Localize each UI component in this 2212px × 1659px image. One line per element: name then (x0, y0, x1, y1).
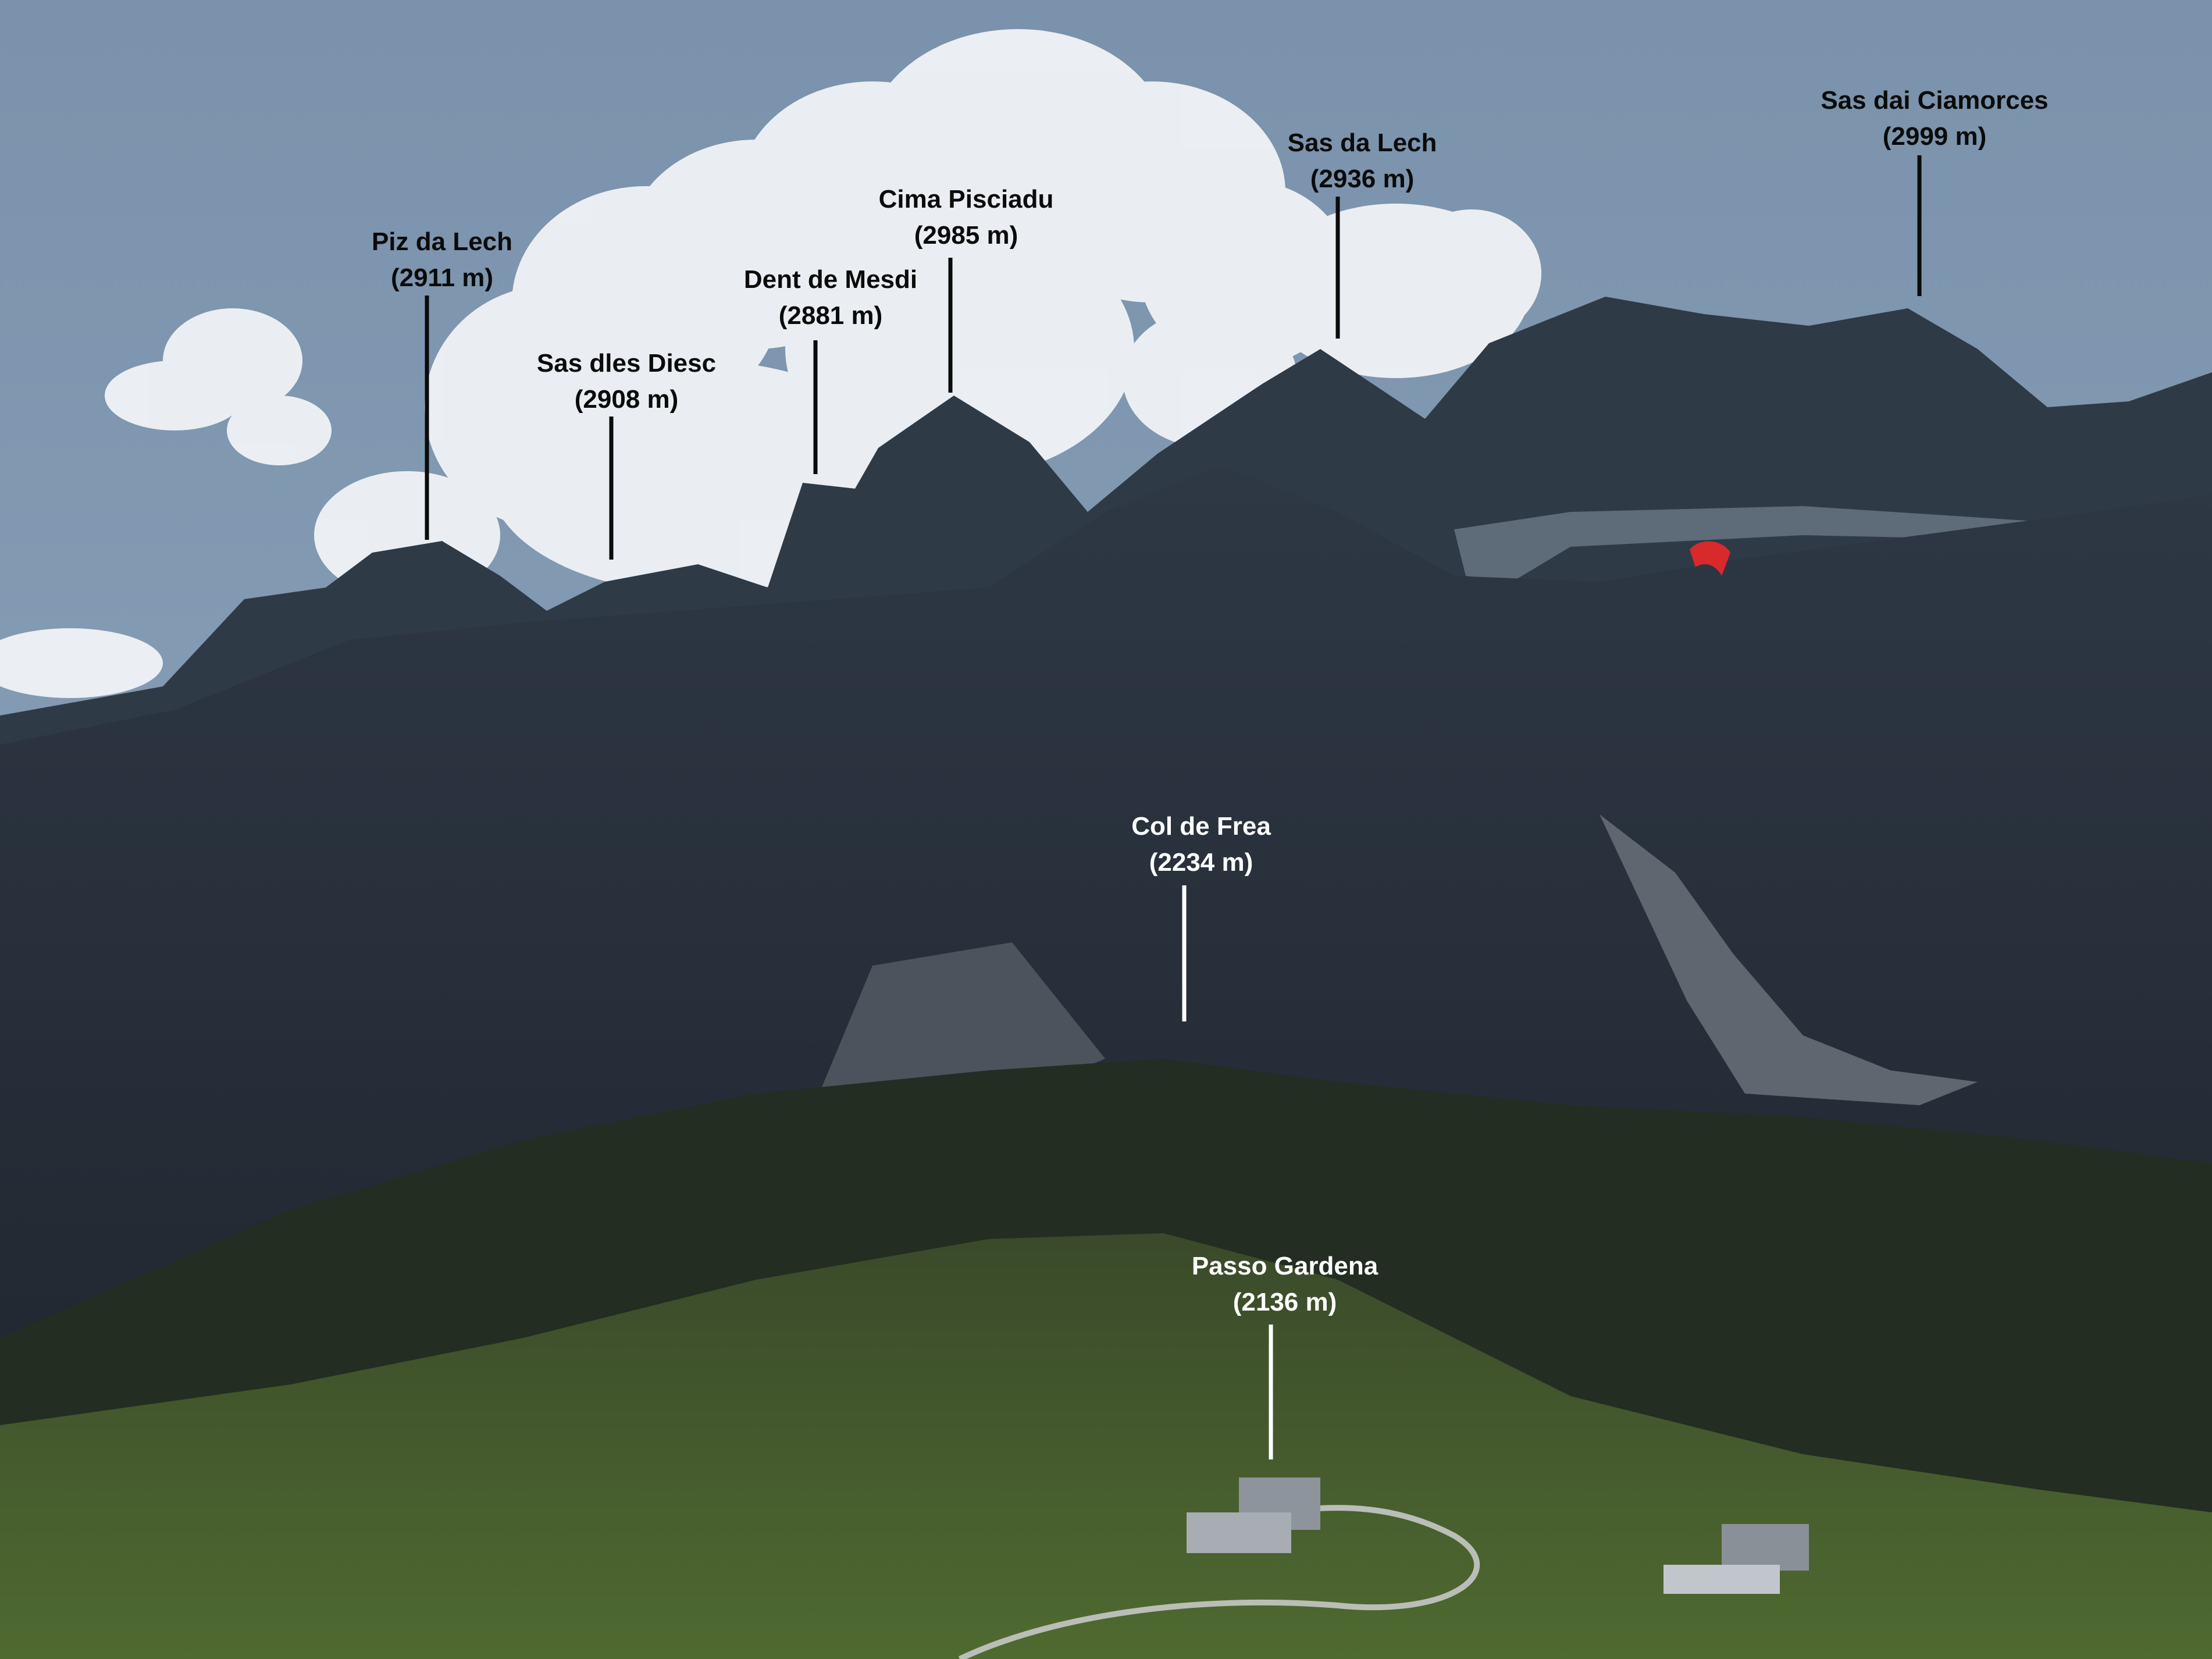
leader-line-cima-pisciadu (948, 258, 953, 393)
meadow (0, 1233, 2212, 1659)
peak-label-sas-da-lech: Sas da Lech (2936 m) (1288, 125, 1437, 197)
peak-altitude: (2136 m) (1233, 1288, 1337, 1316)
leader-line-sas-dai-ciamorces (1917, 155, 1922, 296)
rock-spur-right (1600, 814, 1978, 1105)
peak-label-passo-gardena: Passo Gardena (2136 m) (1192, 1248, 1378, 1320)
peak-name: Cima Pisciadu (878, 185, 1054, 213)
leader-line-dent-de-mesdi (813, 340, 818, 474)
peak-label-cima-pisciadu: Cima Pisciadu (2985 m) (879, 181, 1054, 254)
peak-altitude: (2985 m) (914, 221, 1018, 250)
pass-buildings (1187, 1478, 1809, 1594)
leader-line-col-de-frea (1182, 885, 1187, 1021)
peak-altitude: (2911 m) (390, 264, 494, 292)
leader-line-sas-dles-diesc (609, 416, 614, 560)
paraglider (1690, 541, 1730, 576)
peak-name: Sas dles Diesc (536, 349, 717, 378)
peak-label-dent-de-mesdi: Dent de Mesdi (2881 m) (744, 262, 917, 334)
road (958, 1505, 1480, 1659)
peak-name: Sas dai Ciamorces (1821, 86, 2049, 115)
rock-ledge (1454, 506, 2071, 582)
peak-name: Col de Frea (1131, 812, 1271, 841)
peak-name: Passo Gardena (1191, 1252, 1379, 1280)
peak-label-col-de-frea: Col de Frea (2234 m) (1131, 809, 1271, 881)
leader-line-piz-da-lech (425, 296, 429, 540)
leader-line-passo-gardena (1269, 1325, 1273, 1459)
peak-name: Piz da Lech (371, 227, 513, 256)
peak-label-piz-da-lech: Piz da Lech (2911 m) (372, 224, 512, 296)
peak-altitude: (2881 m) (778, 301, 883, 330)
peak-name: Dent de Mesdi (743, 265, 918, 294)
peak-name: Sas da Lech (1287, 129, 1437, 157)
peak-altitude: (2999 m) (1882, 122, 1987, 151)
peak-label-sas-dai-ciamorces: Sas dai Ciamorces (2999 m) (1821, 83, 2048, 155)
peak-altitude: (2936 m) (1310, 165, 1415, 193)
rock-spur-left (814, 942, 1105, 1105)
peak-altitude: (2908 m) (574, 385, 679, 414)
peak-label-sas-dles-diesc: Sas dles Diesc (2908 m) (537, 346, 716, 418)
peak-altitude: (2234 m) (1149, 848, 1253, 877)
leader-line-sas-da-lech (1335, 197, 1340, 339)
